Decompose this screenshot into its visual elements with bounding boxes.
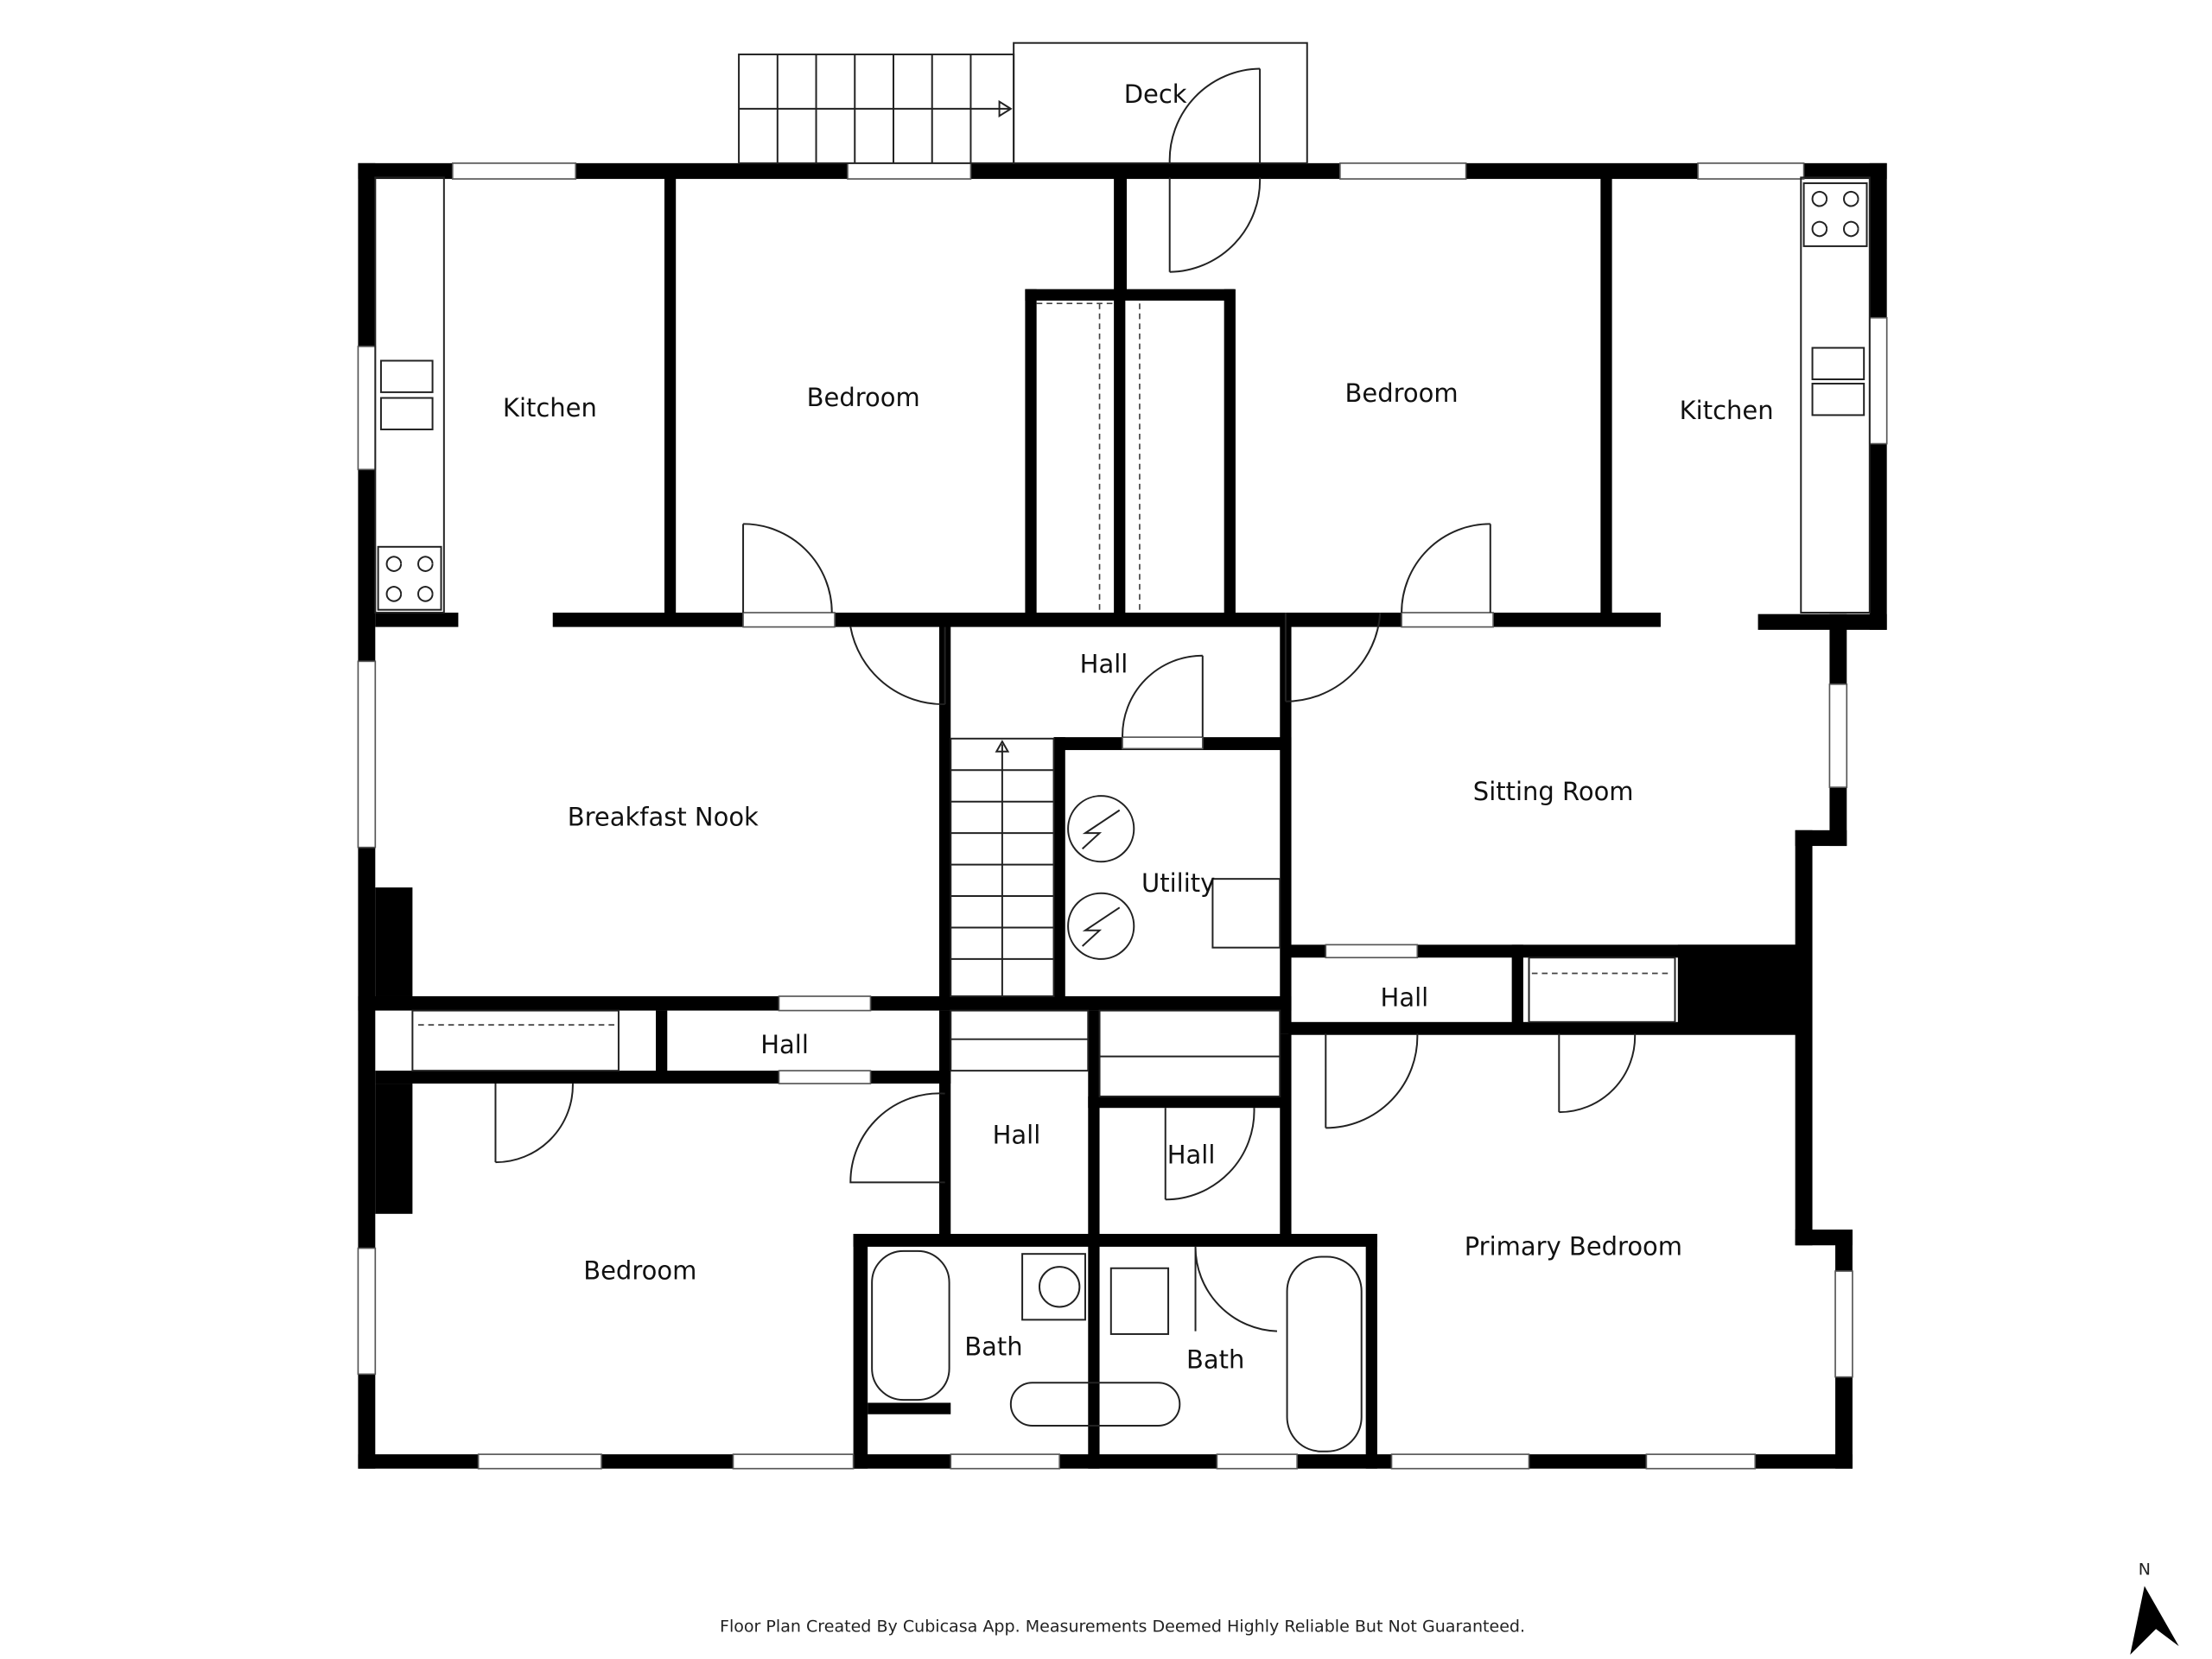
- wall-segment: [1677, 944, 1802, 1034]
- room-label-kitchen: Kitchen: [503, 393, 597, 423]
- window: [1834, 1270, 1853, 1378]
- wall-segment: [939, 1010, 951, 1240]
- wall-segment: [1088, 1096, 1289, 1109]
- wall-segment: [1280, 624, 1292, 1034]
- room-label-bedroom: Bedroom: [1345, 378, 1459, 408]
- wall-segment: [358, 162, 1887, 180]
- window: [847, 162, 972, 180]
- window: [1645, 1453, 1757, 1470]
- window: [1697, 162, 1805, 180]
- room-label-breakfast-nook: Breakfast Nook: [568, 803, 759, 832]
- room-label-deck: Deck: [1124, 79, 1187, 109]
- wall-segment: [1758, 613, 1887, 630]
- wall-segment: [853, 1233, 1377, 1247]
- room-label-primary-bedroom: Primary Bedroom: [1465, 1232, 1682, 1262]
- wall-segment: [375, 613, 459, 627]
- wall-segment: [853, 1233, 868, 1469]
- wall-segment: [1795, 830, 1813, 1246]
- window: [451, 162, 577, 180]
- window: [1401, 612, 1494, 628]
- room-label-hall: Hall: [760, 1030, 809, 1059]
- window: [357, 660, 377, 849]
- wall-segment: [1114, 177, 1128, 292]
- window: [1828, 683, 1848, 788]
- window: [477, 1453, 602, 1470]
- wall-segment: [1114, 289, 1126, 625]
- window: [357, 1247, 377, 1376]
- wall-segment: [1365, 1233, 1377, 1469]
- windows: [357, 162, 1888, 1470]
- window: [742, 612, 836, 628]
- wall-segment: [375, 887, 413, 996]
- window: [1390, 1453, 1530, 1470]
- kitchen-counter-right: [1800, 176, 1871, 614]
- wall-segment: [552, 613, 1661, 627]
- window: [357, 346, 377, 471]
- wall-segment: [1600, 177, 1612, 625]
- wall-segment: [664, 177, 677, 625]
- room-label-hall: Hall: [993, 1120, 1041, 1149]
- wall-segment: [1511, 944, 1523, 1034]
- room-label-utility: Utility: [1141, 868, 1215, 898]
- room-label-bath: Bath: [964, 1332, 1022, 1362]
- window: [1325, 944, 1419, 959]
- wall-segment: [1224, 289, 1236, 625]
- window: [1868, 316, 1888, 445]
- room-label-kitchen: Kitchen: [1680, 396, 1774, 425]
- fixtures: [374, 176, 1871, 1452]
- compass-label: N: [2139, 1560, 2151, 1579]
- window: [1216, 1453, 1298, 1470]
- room-label-hall: Hall: [1167, 1141, 1216, 1170]
- room-label-bedroom: Bedroom: [807, 383, 920, 412]
- wall-segment: [375, 1084, 413, 1214]
- window: [1339, 162, 1467, 180]
- disclaimer-footer: Floor Plan Created By Cubicasa App. Meas…: [720, 1618, 1525, 1637]
- wall-segment: [868, 1402, 951, 1414]
- wall-segment: [1053, 737, 1065, 1009]
- wall-segment: [1025, 289, 1235, 301]
- room-label-bedroom: Bedroom: [583, 1256, 696, 1286]
- window: [778, 995, 872, 1012]
- doors: [494, 67, 1637, 1332]
- window: [778, 1070, 872, 1084]
- north-arrow-icon: N: [2130, 1560, 2179, 1656]
- wall-segment: [655, 1010, 668, 1083]
- window: [950, 1453, 1060, 1470]
- wall-segment: [1280, 1033, 1292, 1246]
- wall-segment: [1288, 1021, 1804, 1035]
- room-label-sitting-room: Sitting Room: [1473, 777, 1634, 806]
- room-label-bath: Bath: [1186, 1344, 1244, 1374]
- room-label-hall: Hall: [1080, 649, 1128, 678]
- wall-segment: [1025, 289, 1037, 625]
- window: [732, 1453, 855, 1470]
- kitchen-counter-left: [374, 176, 445, 614]
- room-label-hall: Hall: [1381, 982, 1429, 1012]
- water-heater-icon: [1067, 795, 1135, 960]
- wall-segment: [939, 615, 951, 1011]
- window: [1122, 736, 1204, 750]
- deck-structure: [738, 41, 1308, 164]
